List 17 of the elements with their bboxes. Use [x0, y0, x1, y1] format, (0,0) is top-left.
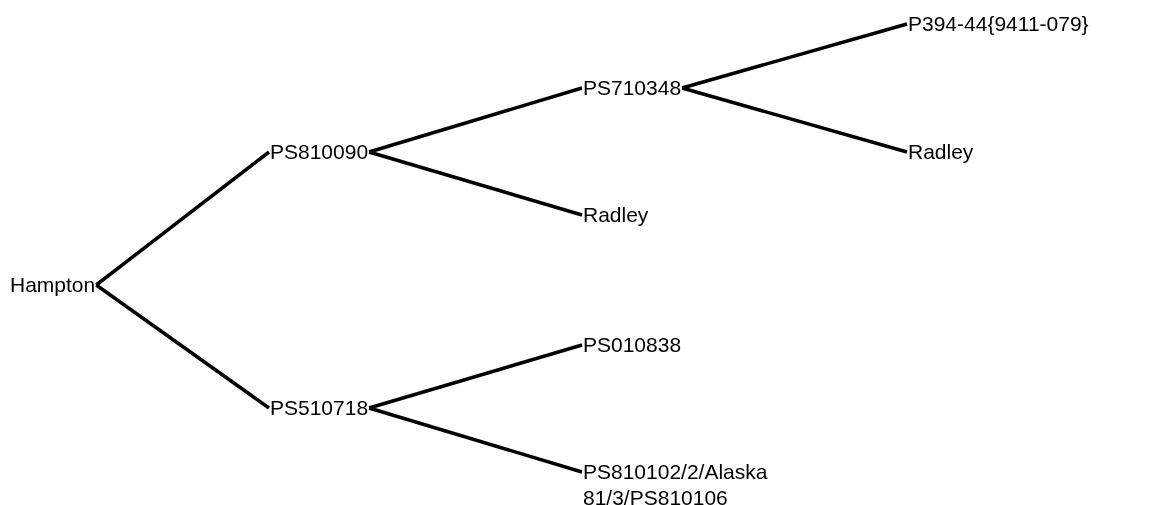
variety-label: Radley	[583, 202, 649, 228]
variety-label: P394-44{9411-079}	[908, 11, 1089, 37]
connector-line	[681, 22, 908, 90]
connector-line	[95, 283, 270, 410]
variety-label: PS810102/2/Alaska 81/3/PS810106	[583, 459, 783, 505]
variety-label: PS510718	[270, 395, 369, 421]
connector-line	[368, 86, 583, 154]
variety-label: PS710348	[583, 75, 682, 101]
connector-line	[95, 150, 271, 287]
connector-line	[368, 406, 583, 474]
connector-line	[681, 86, 908, 154]
connector-line	[368, 150, 583, 217]
connector-line	[368, 343, 583, 410]
variety-label: PS010838	[583, 332, 682, 358]
variety-label: PS810090	[270, 139, 369, 165]
variety-label: Hampton	[10, 272, 96, 298]
variety-label: Radley	[908, 139, 974, 165]
